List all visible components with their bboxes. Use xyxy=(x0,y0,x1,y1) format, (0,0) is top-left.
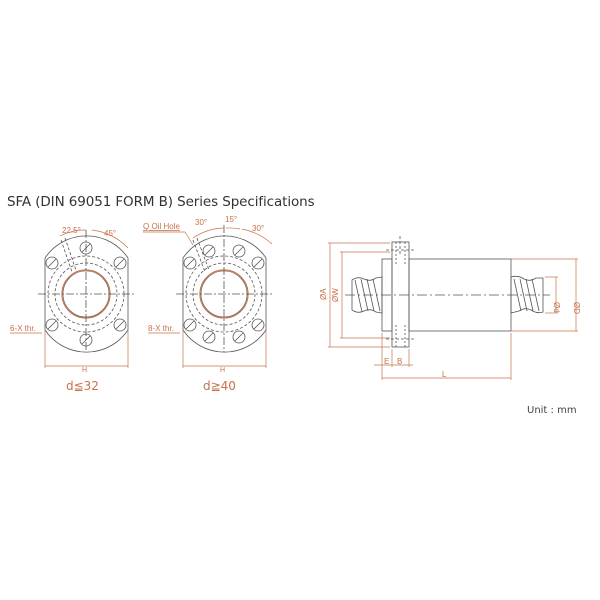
bolt-holes xyxy=(45,241,127,347)
dia-D-label: ØD xyxy=(572,302,581,314)
dia-W-label: ØW xyxy=(331,288,340,302)
side-view xyxy=(345,236,550,348)
angle-label: 15° xyxy=(225,215,237,224)
holes-label: 6-X thr. xyxy=(10,324,36,333)
flange-view-large xyxy=(176,225,272,353)
side-view-dimensions xyxy=(328,242,578,380)
angle-label: 30° xyxy=(252,224,264,233)
unit-label: Unit : mm xyxy=(527,405,577,416)
screw-thread-right xyxy=(510,275,544,314)
oil-hole-label: Q Oil Hole xyxy=(143,222,180,231)
flange-large-dimensions xyxy=(143,227,273,368)
dia-d-label: Ød xyxy=(552,302,561,313)
len-E-label: E xyxy=(384,357,389,366)
bolt-holes xyxy=(183,244,265,344)
angle-label: 45° xyxy=(104,229,116,238)
flange-view-small xyxy=(38,230,134,353)
page-title: SFA (DIN 69051 FORM B) Series Specificat… xyxy=(7,194,315,210)
width-label: H xyxy=(220,367,225,374)
caption-large: d≧40 xyxy=(203,379,236,393)
len-L-label: L xyxy=(442,370,447,379)
width-label: H xyxy=(82,367,87,374)
dia-A-label: ØA xyxy=(319,288,328,300)
len-B-label: B xyxy=(397,357,402,366)
holes-label: 8-X thr. xyxy=(148,324,174,333)
angle-label: 22.5° xyxy=(62,226,81,235)
caption-small: d≦32 xyxy=(66,379,99,393)
angle-label: 30° xyxy=(195,218,207,227)
flange-small-dimensions xyxy=(10,229,129,368)
